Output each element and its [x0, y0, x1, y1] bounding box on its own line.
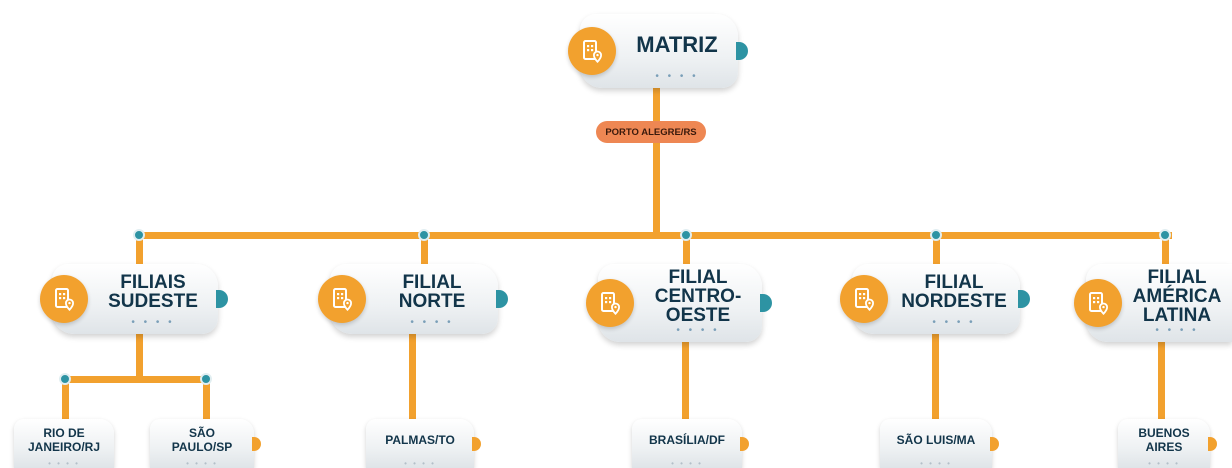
node-title: FILIAL CENTRO- OESTE: [654, 266, 742, 326]
node-filiais-sudeste: FILIAIS SUDESTE • • • •: [40, 264, 228, 334]
node-dots: • • • •: [410, 317, 454, 328]
location-rio-de-janeiro: RIO DE JANEIRO/RJ • • • •: [14, 419, 114, 468]
node-handle: [496, 290, 508, 308]
junction-dot-nordeste: [930, 229, 942, 241]
node-dots: • • • •: [1155, 325, 1199, 336]
node-title: FILIAL NORDESTE: [901, 272, 1007, 312]
location-dots: • • • •: [48, 459, 80, 468]
location-title: SÃO LUIS/MA: [896, 432, 976, 447]
node-dots: • • • •: [932, 317, 976, 328]
location-title: BUENOS AIRES: [1138, 425, 1190, 454]
location-title: RIO DE JANEIRO/RJ: [27, 425, 101, 454]
connector-to-palmas: [409, 333, 416, 419]
junction-dot-rio: [59, 373, 71, 385]
location-pill: PORTO ALEGRE/RS: [596, 121, 706, 143]
node-dots: • • • •: [676, 325, 720, 336]
node-filial-america-latina: FILIAL AMÉRICA LATINA • • • •: [1074, 264, 1232, 342]
connector-drop-centro-oeste: [683, 236, 690, 264]
connector-drop-nordeste: [933, 236, 940, 264]
node-filial-norte: FILIAL NORTE • • • •: [318, 264, 508, 334]
building-pin-icon: [318, 275, 366, 323]
connector-to-buenos-aires: [1158, 342, 1165, 419]
junction-dot-sudeste: [133, 229, 145, 241]
node-title: FILIAIS SUDESTE: [108, 272, 198, 312]
connector-drop-sudeste: [136, 236, 143, 264]
connector-to-brasilia: [682, 342, 689, 419]
location-handle: [740, 436, 749, 451]
junction-dot-norte: [418, 229, 430, 241]
building-pin-icon: [1074, 279, 1122, 327]
connector-to-sao-paulo: [203, 379, 210, 419]
location-handle: [990, 436, 999, 451]
building-pin-icon: [840, 275, 888, 323]
node-handle: [1018, 290, 1030, 308]
node-title: MATRIZ: [636, 31, 718, 57]
location-buenos-aires: BUENOS AIRES • • • •: [1118, 419, 1217, 468]
connector-drop-america-latina: [1162, 236, 1169, 264]
location-brasilia: BRASÍLIA/DF • • • •: [632, 419, 749, 468]
location-handle: [252, 436, 261, 451]
junction-dot-centro-oeste: [680, 229, 692, 241]
node-handle: [760, 294, 772, 312]
location-title: SÃO PAULO/SP: [171, 425, 233, 454]
location-handle: [472, 436, 481, 451]
location-sao-luis: SÃO LUIS/MA • • • •: [880, 419, 999, 468]
node-dots: • • • •: [131, 317, 175, 328]
location-dots: • • • •: [186, 459, 218, 468]
node-handle: [736, 42, 748, 60]
building-pin-icon: [586, 279, 634, 327]
location-sao-paulo: SÃO PAULO/SP • • • •: [150, 419, 261, 468]
location-dots: • • • •: [920, 459, 952, 468]
location-dots: • • • •: [671, 459, 703, 468]
connector-to-rio: [62, 379, 69, 419]
location-palmas: PALMAS/TO • • • •: [366, 419, 481, 468]
building-pin-icon: [568, 27, 616, 75]
location-dots: • • • •: [1148, 459, 1180, 468]
connector-main-horizontal: [136, 232, 1172, 239]
junction-dot-sao-paulo: [200, 373, 212, 385]
connector-root-vertical: [653, 88, 660, 236]
node-matriz: MATRIZ • • • •: [568, 14, 748, 88]
node-filial-centro-oeste: FILIAL CENTRO- OESTE • • • •: [586, 264, 772, 342]
building-pin-icon: [40, 275, 88, 323]
connector-sudeste-vertical: [136, 333, 143, 379]
node-handle: [216, 290, 228, 308]
location-title: BRASÍLIA/DF: [649, 432, 725, 447]
connector-to-sao-luis: [932, 333, 939, 419]
location-handle: [1208, 436, 1217, 451]
junction-dot-america-latina: [1159, 229, 1171, 241]
node-title: FILIAL NORTE: [398, 272, 466, 312]
location-title: PALMAS/TO: [385, 432, 455, 447]
node-dots: • • • •: [655, 71, 699, 82]
connector-drop-norte: [421, 236, 428, 264]
location-dots: • • • •: [404, 459, 436, 468]
node-filial-nordeste: FILIAL NORDESTE • • • •: [840, 264, 1030, 334]
node-title: FILIAL AMÉRICA LATINA: [1132, 266, 1222, 326]
connector-sudeste-horizontal: [62, 376, 210, 383]
